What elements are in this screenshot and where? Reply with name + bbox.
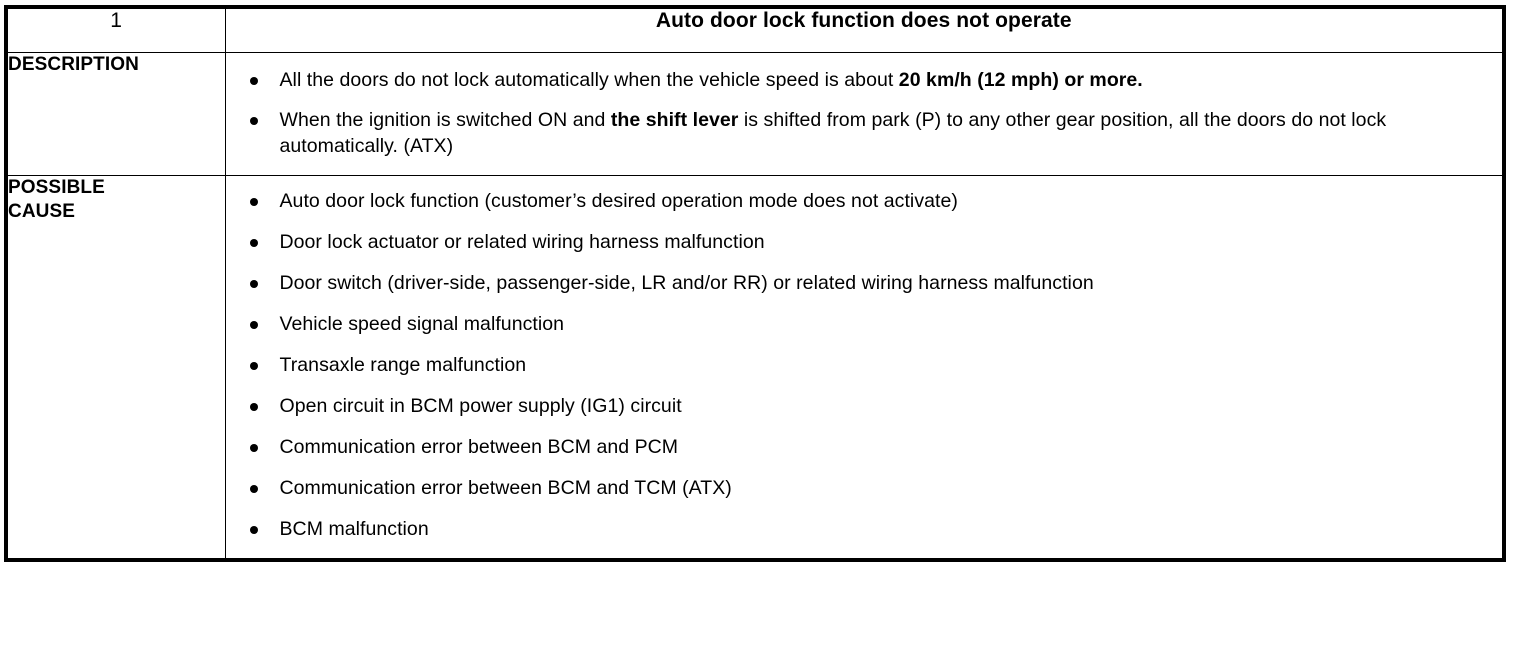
bullet-dot-icon (249, 117, 258, 125)
possible-cause-bullet-list: Auto door lock function (customer’s desi… (226, 188, 1503, 542)
bullet-text: Communication error between BCM and PCM (279, 436, 679, 458)
bullet-item: Open circuit in BCM power supply (IG1) c… (226, 393, 1503, 419)
bullet-item: All the doors do not lock automatically … (226, 67, 1503, 93)
bullet-dot-icon (249, 198, 258, 206)
bullet-text: All the doors do not lock automatically … (279, 69, 1143, 91)
bullet-dot-icon (249, 485, 258, 493)
dtc-number-cell: 1 (5, 6, 226, 53)
bullet-item: Door switch (driver-side, passenger-side… (226, 270, 1503, 296)
bullet-item: Vehicle speed signal malfunction (226, 311, 1503, 337)
bullet-item: Auto door lock function (customer’s desi… (226, 188, 1503, 214)
bullet-text: Vehicle speed signal malfunction (279, 313, 565, 335)
bullet-item: Communication error between BCM and PCM (226, 434, 1503, 460)
bullet-item: When the ignition is switched ON and the… (226, 107, 1503, 159)
table-body: 1 Auto door lock function does not opera… (5, 6, 1505, 561)
bullet-item: Transaxle range malfunction (226, 352, 1503, 378)
description-bullet-list: All the doors do not lock automatically … (226, 67, 1503, 159)
description-content-cell: All the doors do not lock automatically … (224, 52, 1505, 176)
bullet-text: Communication error between BCM and TCM … (279, 477, 732, 499)
bullet-item: BCM malfunction (226, 516, 1503, 542)
section-label-description: DESCRIPTION (5, 52, 226, 176)
dtc-title-cell: Auto door lock function does not operate (224, 6, 1505, 53)
section-label-possible-cause: POSSIBLE CAUSE (5, 175, 226, 561)
bullet-text: Transaxle range malfunction (279, 354, 527, 376)
bullet-text: BCM malfunction (279, 518, 429, 540)
bullet-item: Door lock actuator or related wiring har… (226, 229, 1503, 255)
bullet-dot-icon (249, 77, 258, 85)
bullet-dot-icon (249, 526, 258, 534)
bullet-dot-icon (249, 403, 258, 411)
table-row-possible-cause: POSSIBLE CAUSE Auto door lock function (… (5, 175, 1505, 561)
possible-cause-content-cell: Auto door lock function (customer’s desi… (224, 175, 1505, 561)
bullet-dot-icon (249, 444, 258, 452)
bullet-text: Door switch (driver-side, passenger-side… (279, 272, 1094, 294)
bullet-item: Communication error between BCM and TCM … (226, 475, 1503, 501)
bullet-dot-icon (249, 321, 258, 329)
table-row-header: 1 Auto door lock function does not opera… (5, 6, 1505, 53)
bullet-text: When the ignition is switched ON and the… (279, 109, 1387, 157)
bullet-dot-icon (249, 239, 258, 247)
table-row-description: DESCRIPTION All the doors do not lock au… (5, 52, 1505, 176)
dtc-troubleshooting-table: 1 Auto door lock function does not opera… (4, 5, 1506, 562)
bullet-dot-icon (249, 362, 258, 370)
bullet-text: Auto door lock function (customer’s desi… (279, 190, 958, 212)
bullet-text: Door lock actuator or related wiring har… (279, 231, 765, 253)
bullet-text: Open circuit in BCM power supply (IG1) c… (279, 395, 682, 417)
bullet-dot-icon (249, 280, 258, 288)
